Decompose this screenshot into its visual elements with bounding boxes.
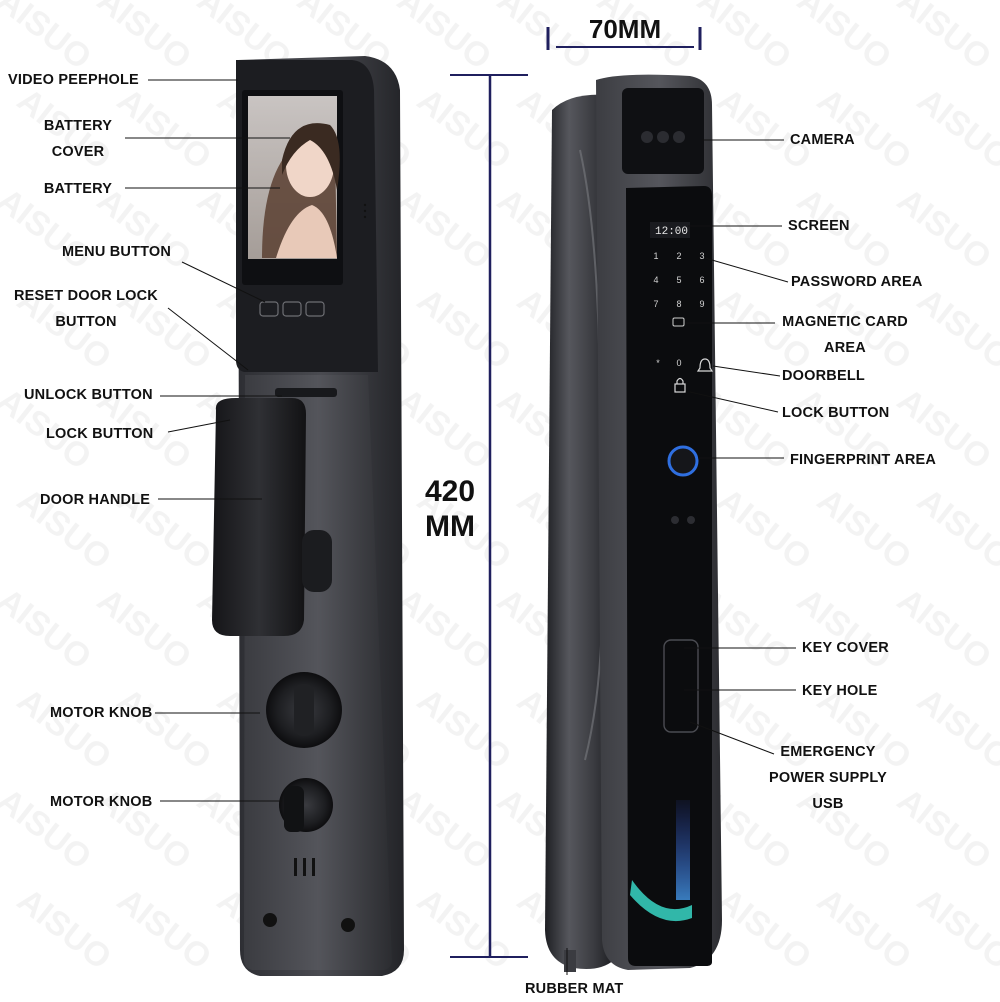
label-magnetic-1: MAGNETIC CARD — [782, 314, 908, 330]
keypad-key-4[interactable]: 4 — [653, 275, 658, 285]
label-unlock-button: UNLOCK BUTTON — [24, 387, 153, 403]
label-door-handle: DOOR HANDLE — [40, 492, 151, 508]
label-battery-cover-2: COVER — [51, 144, 105, 160]
keypad-key-9[interactable]: 9 — [699, 299, 704, 309]
keypad-key-7[interactable]: 7 — [653, 299, 658, 309]
mini-screen — [650, 222, 690, 238]
label-battery-cover-1: BATTERY — [43, 118, 113, 134]
label-emergency-3: USB — [812, 796, 844, 812]
label-key-hole: KEY HOLE — [802, 683, 878, 699]
screen-time: 12:00 — [655, 226, 688, 238]
leader-lines — [125, 79, 796, 975]
keypad-key-0[interactable]: 0 — [676, 358, 681, 368]
label-motor-knob-2: MOTOR KNOB — [50, 794, 153, 810]
key-cover — [663, 639, 699, 733]
front-panel-lock: 12:00 1 2 3 4 5 6 7 8 9 * 0 — [545, 74, 722, 972]
label-emergency-2: POWER SUPPLY — [769, 770, 887, 786]
menu-button-home — [282, 301, 302, 317]
label-menu-button: MENU BUTTON — [62, 244, 172, 260]
label-reset-2: BUTTON — [55, 314, 117, 330]
label-battery: BATTERY — [43, 181, 113, 197]
fingerprint-sensor — [667, 445, 699, 477]
unlock-reset-strip — [275, 388, 337, 397]
back-panel-lock — [212, 56, 404, 976]
height-dimension-value: 420 — [424, 475, 476, 508]
label-doorbell: DOORBELL — [782, 368, 865, 384]
screw-left — [263, 913, 277, 927]
label-lock-button-right: LOCK BUTTON — [782, 405, 890, 421]
keypad-key-2[interactable]: 2 — [676, 251, 681, 261]
dimension-lines — [450, 27, 702, 958]
keypad-key-star[interactable]: * — [656, 358, 660, 368]
card-icon — [672, 317, 685, 327]
menu-button-right — [305, 301, 325, 317]
keypad-key-5[interactable]: 5 — [676, 275, 681, 285]
lock-icon — [674, 383, 686, 393]
label-motor-knob-1: MOTOR KNOB — [50, 705, 153, 721]
height-dimension-unit: MM — [425, 510, 475, 543]
glass-panel — [626, 186, 712, 966]
keypad[interactable]: 1 2 3 4 5 6 7 8 9 * 0 — [653, 251, 704, 368]
label-video-peephole: VIDEO PEEPHOLE — [8, 72, 139, 88]
label-key-cover: KEY COVER — [802, 640, 889, 656]
keypad-key-8[interactable]: 8 — [676, 299, 681, 309]
label-screen: SCREEN — [788, 218, 850, 234]
label-fingerprint: FINGERPRINT AREA — [790, 452, 937, 468]
door-handle — [212, 398, 306, 636]
label-lock-button-left: LOCK BUTTON — [46, 426, 154, 442]
label-camera: CAMERA — [790, 132, 855, 148]
menu-button-left — [259, 301, 279, 317]
label-emergency-1: EMERGENCY — [780, 744, 876, 760]
rubber-mat — [564, 950, 576, 972]
label-password-area: PASSWORD AREA — [791, 274, 923, 290]
keypad-key-3[interactable]: 3 — [699, 251, 704, 261]
label-rubber-mat: RUBBER MAT — [525, 981, 624, 997]
bell-icon — [696, 358, 714, 372]
width-dimension-label: 70MM — [588, 14, 662, 44]
label-magnetic-2: AREA — [824, 340, 866, 356]
keypad-key-6[interactable]: 6 — [699, 275, 704, 285]
keypad-key-1[interactable]: 1 — [653, 251, 658, 261]
screw-right — [341, 918, 355, 932]
label-reset-1: RESET DOOR LOCK — [14, 288, 158, 304]
